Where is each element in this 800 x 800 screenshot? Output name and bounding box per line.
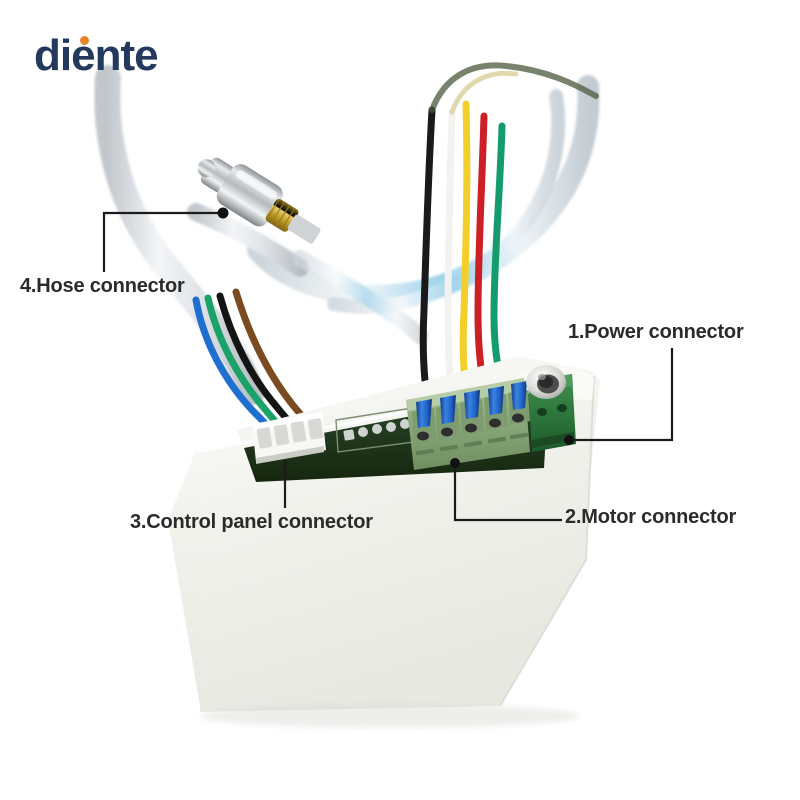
callout-label-control-panel-connector: 3.Control panel connector [130,511,373,533]
leader-dot-2 [450,458,460,468]
leader-dot-1 [564,435,574,445]
brand-logo-text: diente [34,31,159,80]
leader-line-4 [102,211,222,272]
brand-logo: diente [34,31,159,80]
leader-line-2 [453,464,562,522]
callout-label-hose-connector: 4.Hose connector [20,275,185,297]
leader-line-1 [572,348,674,442]
callout-label-motor-connector: 2.Motor connector [565,506,737,528]
leader-dot-4 [217,207,229,219]
logo-accent-dot [80,36,89,45]
callout-label-power-connector: 1.Power connector [568,321,744,343]
